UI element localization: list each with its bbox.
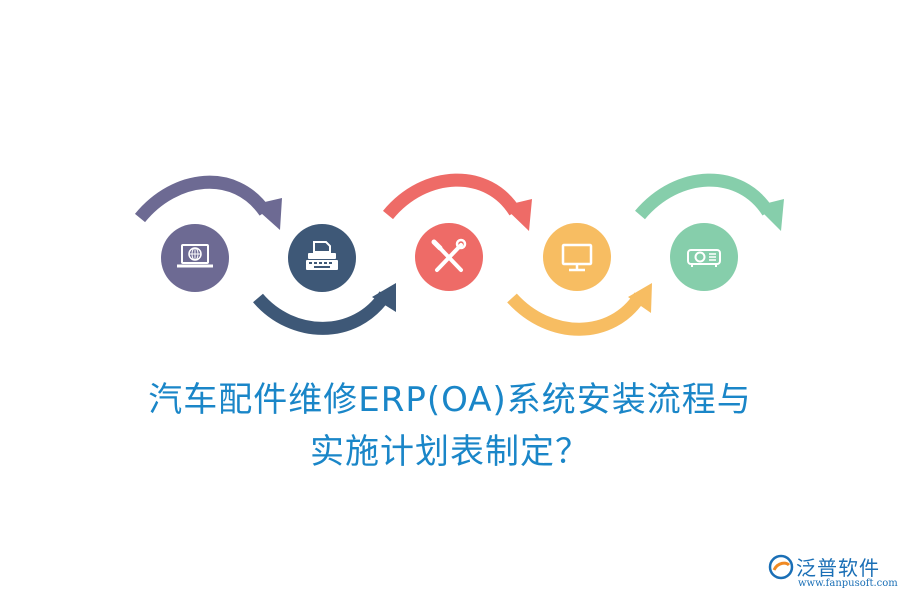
typewriter-icon — [306, 241, 338, 270]
arrow-1-head — [252, 198, 282, 230]
arrow-1 — [134, 175, 271, 223]
logo-url: www.fanpusoft.com — [798, 578, 898, 589]
logo-name: 泛普软件 — [796, 556, 880, 580]
laptop-globe-icon — [177, 244, 213, 268]
arrow-4-head — [628, 283, 652, 313]
fanpu-logo[interactable]: 泛普软件 www.fanpusoft.com — [768, 552, 898, 596]
arrow-4 — [507, 292, 646, 336]
arrow-2 — [253, 291, 391, 335]
projector-icon — [687, 249, 721, 267]
arrow-2-head — [372, 283, 396, 312]
step-4-circle — [543, 223, 611, 291]
arrow-5 — [635, 173, 774, 220]
fanpu-logo-icon — [768, 554, 794, 580]
arrow-3-head — [503, 199, 532, 231]
arrow-5-head — [756, 199, 784, 231]
monitor-icon — [561, 243, 593, 272]
title-line-1: 汽车配件维修ERP(OA)系统安装流程与 — [148, 380, 752, 420]
title-line-2: 实施计划表制定？ — [310, 432, 590, 472]
arrow-3 — [382, 173, 521, 220]
wrench-screwdriver-icon — [431, 238, 467, 272]
